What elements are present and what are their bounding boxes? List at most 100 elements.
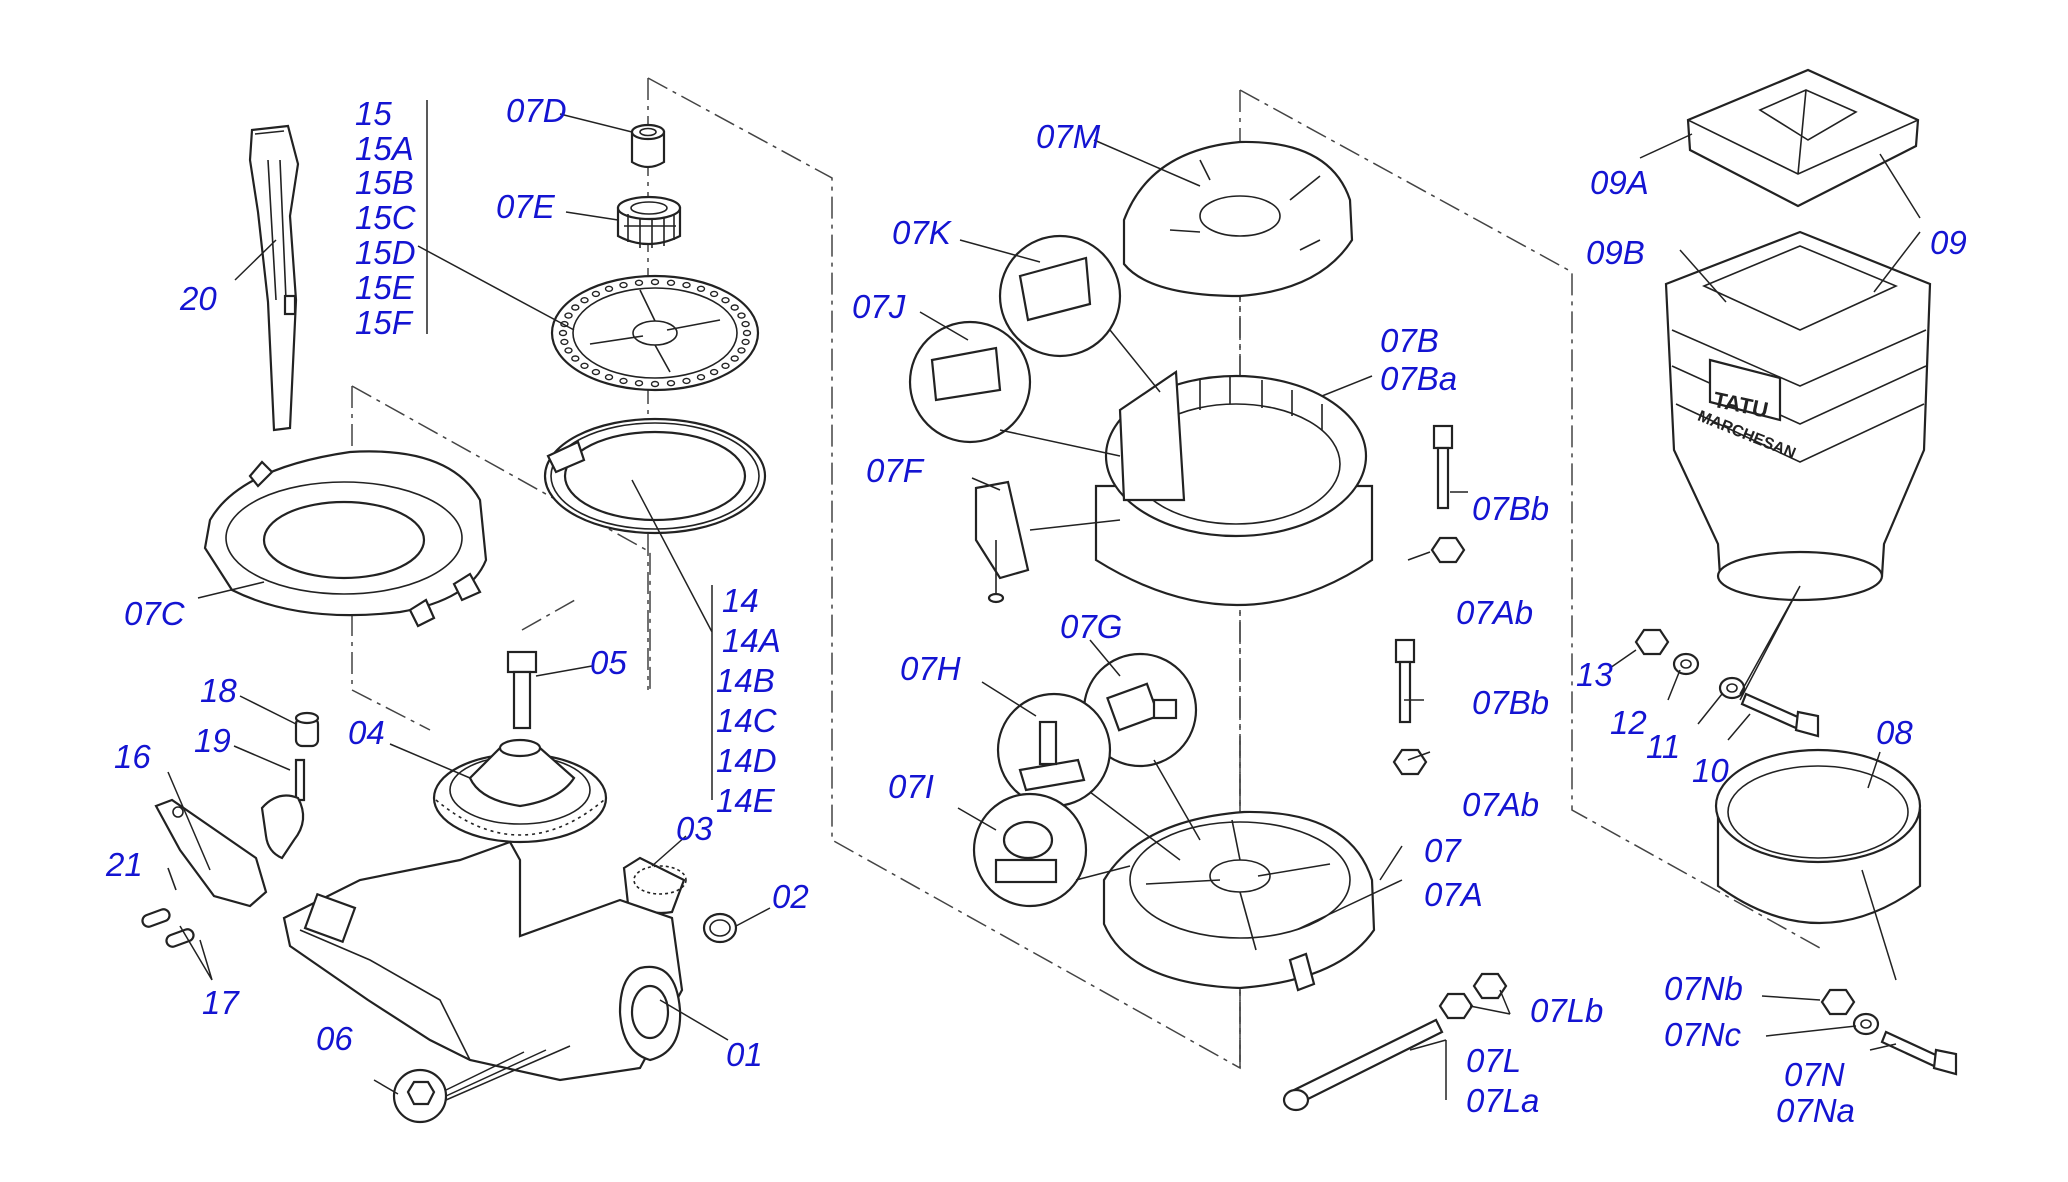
label-07Lb: 07Lb <box>1530 992 1603 1029</box>
part-12-washer <box>1672 652 1700 676</box>
label-07J: 07J <box>852 288 906 325</box>
label-10: 10 <box>1692 752 1729 789</box>
label-15D: 15D <box>355 234 416 271</box>
disc-hole <box>696 285 706 292</box>
leader-lines <box>167 100 1921 1101</box>
part-07N-bolt <box>1880 1030 1958 1076</box>
detail-07K <box>998 234 1122 358</box>
part-07Nc-washer <box>1852 1012 1880 1036</box>
disc-hole <box>580 297 589 304</box>
label-14A: 14A <box>722 622 781 659</box>
label-07K: 07K <box>892 214 953 251</box>
label-07Bb-lower: 07Bb <box>1472 684 1549 721</box>
label-07L: 07L <box>1466 1042 1521 1079</box>
part-labels: 15 15A 15B 15C 15D 15E 15F 20 07D 07E 07… <box>105 92 1967 1129</box>
label-01: 01 <box>726 1036 763 1073</box>
part-07M-cover <box>1122 140 1354 298</box>
disc-hole <box>564 312 573 319</box>
label-15E: 15E <box>355 269 415 306</box>
label-09: 09 <box>1930 224 1967 261</box>
disc-hole <box>604 285 614 292</box>
part-17-pins <box>141 908 195 948</box>
label-07E: 07E <box>496 188 556 225</box>
part-02-washer <box>702 912 738 944</box>
part-11-washer <box>1718 676 1746 700</box>
label-07La: 07La <box>1466 1082 1539 1119</box>
part-21-clip <box>167 867 177 891</box>
part-07-base <box>1102 810 1376 992</box>
disc-hole <box>634 380 644 387</box>
label-07N: 07N <box>1784 1056 1845 1093</box>
label-14D: 14D <box>716 742 777 779</box>
part-14-ring <box>543 417 767 535</box>
label-09B: 09B <box>1586 234 1645 271</box>
label-11: 11 <box>1646 728 1680 765</box>
disc-hole <box>666 279 676 286</box>
disc-hole <box>737 312 746 319</box>
label-07Ba: 07Ba <box>1380 360 1457 397</box>
label-14C: 14C <box>716 702 778 739</box>
label-15B: 15B <box>355 164 414 201</box>
label-16: 16 <box>114 738 151 775</box>
label-05: 05 <box>590 644 627 681</box>
disc-hole <box>619 377 628 385</box>
disc-hole <box>742 329 752 337</box>
disc-hole <box>741 338 750 346</box>
label-07Nc: 07Nc <box>1664 1016 1742 1053</box>
disc-hole <box>650 278 660 286</box>
part-07D-bushing <box>630 123 666 169</box>
label-04: 04 <box>348 714 385 751</box>
label-07: 07 <box>1424 832 1462 869</box>
part-07Ab-nut-lower <box>1392 748 1428 776</box>
part-05-bolt <box>506 650 538 730</box>
disc-hole <box>580 362 589 369</box>
disc-hole <box>619 281 628 289</box>
disc-hole <box>730 355 739 362</box>
label-14B: 14B <box>716 662 775 699</box>
label-08: 08 <box>1876 714 1913 751</box>
disc-hole <box>682 281 691 289</box>
label-07C: 07C <box>124 595 186 632</box>
disc-hole <box>737 347 746 354</box>
part-07Bb-bolt-lower <box>1394 638 1416 724</box>
disc-hole <box>730 304 739 311</box>
disc-hole <box>634 279 644 286</box>
disc-hole <box>591 290 601 298</box>
disc-hole <box>591 368 601 376</box>
label-07Na: 07Na <box>1776 1092 1855 1129</box>
label-07B: 07B <box>1380 322 1439 359</box>
part-06-nut-detail <box>392 1068 448 1124</box>
label-14: 14 <box>722 582 759 619</box>
disc-hole <box>650 380 660 388</box>
label-15C: 15C <box>355 199 417 236</box>
disc-hole <box>558 329 568 337</box>
detail-07I <box>972 792 1088 908</box>
disc-hole <box>571 355 580 362</box>
part-07Lb-nuts <box>1438 972 1508 1020</box>
part-07E-gear <box>616 195 682 248</box>
label-07D: 07D <box>506 92 567 129</box>
label-07G: 07G <box>1060 608 1122 645</box>
label-07Ab-upper: 07Ab <box>1456 594 1533 631</box>
part-10-bolt <box>1740 692 1820 738</box>
part-07F-blade <box>974 480 1030 604</box>
disc-hole <box>709 290 719 298</box>
part-09-hopper: TATU MARCHESAN <box>1664 230 1932 602</box>
disc-hole <box>666 380 676 387</box>
label-18: 18 <box>200 672 237 709</box>
disc-hole <box>696 374 706 381</box>
part-07Ab-nut-upper <box>1430 536 1466 564</box>
label-17: 17 <box>202 984 240 1021</box>
label-13: 13 <box>1576 656 1613 693</box>
part-16-lever <box>154 798 268 908</box>
part-07C-plate <box>203 450 488 628</box>
label-15A: 15A <box>355 130 414 167</box>
label-21: 21 <box>105 846 143 883</box>
disc-hole <box>564 347 573 354</box>
part-20-tube <box>248 124 300 432</box>
part-15D-disc <box>550 274 760 392</box>
label-19: 19 <box>194 722 231 759</box>
disc-hole <box>571 304 580 311</box>
label-07I: 07I <box>888 768 934 805</box>
